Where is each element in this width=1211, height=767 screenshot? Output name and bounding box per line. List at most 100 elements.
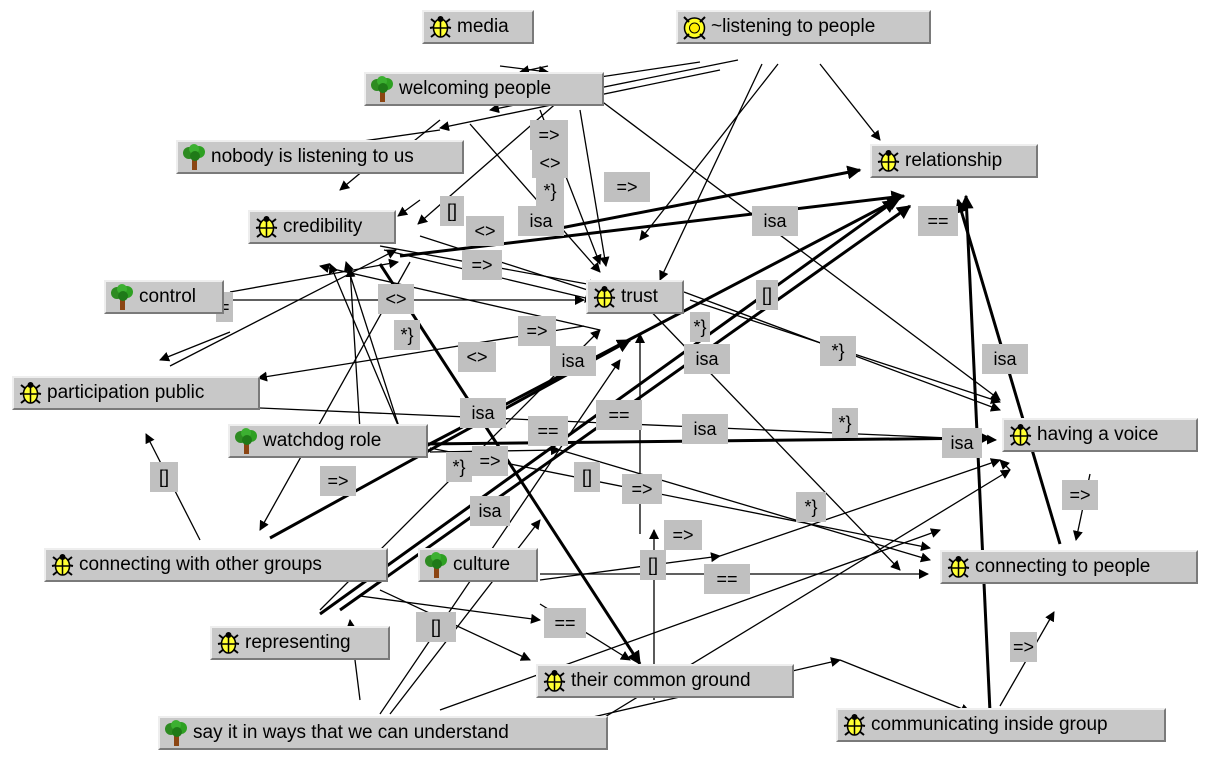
node-label: credibility xyxy=(283,216,363,237)
node-label: connecting with other groups xyxy=(79,554,322,575)
tree-icon xyxy=(369,75,396,103)
edge-label: => xyxy=(472,446,508,476)
edge-label: [] xyxy=(416,612,456,642)
edge-label: isa xyxy=(752,206,798,236)
tree-icon xyxy=(181,143,208,171)
node-label: control xyxy=(139,286,197,307)
tree-icon xyxy=(163,719,190,747)
edge-label: == xyxy=(596,400,642,430)
node-common[interactable]: their common ground xyxy=(536,664,794,698)
edge-label: isa xyxy=(460,398,506,428)
node-control[interactable]: control xyxy=(104,280,224,314)
edge-arrow xyxy=(839,659,971,714)
node-watchdog[interactable]: watchdog role xyxy=(228,424,428,458)
edge-arrow xyxy=(579,109,610,267)
node-label: relationship xyxy=(905,150,1003,171)
edge-arrow xyxy=(169,249,397,367)
node-label: nobody is listening to us xyxy=(211,146,414,167)
bug-icon xyxy=(841,711,868,739)
edge-arrow xyxy=(399,190,906,258)
edge-label: == xyxy=(918,206,958,236)
edge-arrow xyxy=(539,552,721,581)
edge-label: => xyxy=(518,316,556,346)
node-communicating[interactable]: communicating inside group xyxy=(836,708,1166,742)
edge-label: isa xyxy=(942,428,982,458)
node-nobody[interactable]: nobody is listening to us xyxy=(176,140,464,174)
edge-label: isa xyxy=(518,206,564,236)
edge-label: *} xyxy=(394,320,420,350)
bug-icon xyxy=(17,379,44,407)
edge-label: [] xyxy=(574,462,600,492)
edge-arrow xyxy=(359,595,541,624)
node-label: welcoming people xyxy=(399,78,552,99)
edge-label: <> xyxy=(378,284,414,314)
edge-label: [] xyxy=(440,196,464,226)
node-label: say it in ways that we can understand xyxy=(193,722,509,743)
bug-icon xyxy=(1007,421,1034,449)
edge-arrow xyxy=(159,331,231,362)
edge-label: => xyxy=(604,172,650,202)
bug-icon xyxy=(215,629,242,657)
node-relationship[interactable]: relationship xyxy=(870,144,1038,178)
bug-icon xyxy=(875,147,902,175)
edge-label: => xyxy=(664,520,702,550)
edge-arrow xyxy=(319,263,601,331)
edge-arrow xyxy=(559,449,931,563)
edge-arrow xyxy=(469,123,601,273)
node-trust[interactable]: trust xyxy=(586,280,684,314)
edge-label: *} xyxy=(796,492,826,522)
node-label: having a voice xyxy=(1037,424,1159,445)
edge-label: == xyxy=(544,608,586,638)
node-credibility[interactable]: credibility xyxy=(248,210,396,244)
edge-label: [] xyxy=(150,462,178,492)
edge-arrow xyxy=(519,65,549,76)
node-voice[interactable]: having a voice xyxy=(1002,418,1198,452)
edge-arrow xyxy=(343,261,401,431)
edge-arrow xyxy=(819,63,881,141)
edge-label: isa xyxy=(550,346,596,376)
edge-label: *} xyxy=(446,452,472,482)
node-culture[interactable]: culture xyxy=(418,548,538,582)
sun-bug-icon xyxy=(681,13,708,41)
bug-icon xyxy=(591,283,618,311)
node-label: communicating inside group xyxy=(871,714,1108,735)
node-label: ~listening to people xyxy=(711,16,876,37)
edge-arrow xyxy=(229,258,399,293)
edge-label: *} xyxy=(690,312,710,342)
edge-label: <> xyxy=(458,342,496,372)
node-media[interactable]: media xyxy=(422,10,534,44)
tree-icon xyxy=(423,551,450,579)
edge-arrow xyxy=(659,63,763,281)
edge-label: => xyxy=(320,466,356,496)
node-label: connecting to people xyxy=(975,556,1151,577)
node-label: media xyxy=(457,16,509,37)
bug-icon xyxy=(541,667,568,695)
edge-label: => xyxy=(530,120,568,150)
edge-label: <> xyxy=(466,216,504,246)
node-participation[interactable]: participation public xyxy=(12,376,260,410)
edge-arrow xyxy=(639,63,779,241)
edge-label: [] xyxy=(640,550,666,580)
node-welcoming[interactable]: welcoming people xyxy=(364,72,604,106)
node-connectgroups[interactable]: connecting with other groups xyxy=(44,548,388,582)
node-listening[interactable]: ~listening to people xyxy=(676,10,931,44)
edge-arrow xyxy=(429,447,931,552)
node-connectpeople[interactable]: connecting to people xyxy=(940,550,1198,584)
edge-arrow xyxy=(419,235,601,296)
bug-icon xyxy=(49,551,76,579)
node-label: representing xyxy=(245,632,351,653)
edge-label: isa xyxy=(982,344,1028,374)
bug-icon xyxy=(945,553,972,581)
edge-arrow xyxy=(719,458,1001,557)
edge-label: [] xyxy=(756,280,778,310)
node-representing[interactable]: representing xyxy=(210,626,390,660)
bug-icon xyxy=(427,13,454,41)
edge-label: => xyxy=(1062,480,1098,510)
edge-label: => xyxy=(622,474,662,504)
edge-label: == xyxy=(528,416,568,446)
edge-label: *} xyxy=(832,408,858,438)
node-sayit[interactable]: say it in ways that we can understand xyxy=(158,716,608,750)
edge-arrow xyxy=(639,299,901,571)
edge-label: *} xyxy=(820,336,856,366)
